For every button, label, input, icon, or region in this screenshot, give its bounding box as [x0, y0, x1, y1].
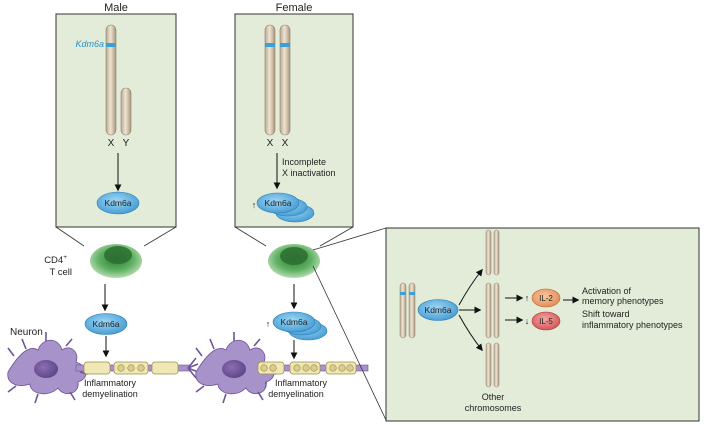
- x-chromosome-male: [105, 24, 117, 136]
- funnel-left-male: [55, 226, 85, 247]
- female-panel: [234, 13, 354, 228]
- shift-label-1: Shift toward: [582, 309, 630, 319]
- il2-molecule: IL-2: [531, 288, 561, 308]
- svg-text:Kdm6a: Kdm6a: [281, 317, 308, 327]
- x-chromosome-female-1: [264, 24, 276, 136]
- up-arrow-female-neuron: ↑: [264, 379, 269, 389]
- activation-label-1: Activation of: [582, 286, 632, 296]
- zoom-line-top: [312, 227, 387, 251]
- kdm6a-protein-female: Kdm6a: [256, 192, 315, 223]
- shift-label-2: inflammatory phenotypes: [582, 320, 683, 330]
- svg-text:Kdm6a: Kdm6a: [93, 319, 120, 329]
- funnel-right-male: [143, 226, 177, 247]
- activation-label-2: memory phenotypes: [582, 296, 664, 306]
- svg-text:IL-5: IL-5: [539, 317, 553, 326]
- x-label-male: X: [108, 138, 115, 149]
- kdm6a-protein-detail: Kdm6a: [417, 299, 459, 321]
- t-cell-female: [268, 244, 320, 278]
- svg-text:Kdm6a: Kdm6a: [425, 305, 452, 315]
- other-chromosomes-top: [485, 229, 500, 276]
- down-arrow-il5: ↓: [525, 316, 530, 326]
- kdm6a-protein-male-2: Kdm6a: [84, 313, 128, 335]
- gene-label: Kdm6a: [75, 39, 104, 49]
- up-arrow-il2: ↑: [525, 293, 530, 303]
- t-cell-label: T cell: [49, 267, 72, 278]
- inflam-label-male-2: demyelination: [82, 389, 138, 399]
- y-chromosome-male: [120, 87, 132, 136]
- kdm6a-protein-female-2: Kdm6a: [272, 311, 328, 341]
- svg-text:Kdm6a: Kdm6a: [105, 198, 132, 208]
- other-chromosomes-bottom: [485, 342, 500, 388]
- cd4-label: CD4+: [44, 254, 67, 266]
- x-label-female-1: X: [267, 138, 274, 149]
- funnel-left-female: [234, 226, 267, 247]
- up-arrow-female-protein-2: ↑: [266, 319, 271, 329]
- kdm6a-protein-male: Kdm6a: [96, 191, 140, 215]
- neuron-female: [195, 332, 369, 404]
- x-chromosome-female-2: [279, 24, 291, 136]
- other-chromosomes-middle: [485, 282, 500, 339]
- neuron-male: [7, 332, 199, 404]
- other-chromosomes-label-1: Other: [482, 392, 505, 402]
- incomplete-label-2: X inactivation: [282, 168, 336, 178]
- svg-text:Kdm6a: Kdm6a: [265, 198, 292, 208]
- female-title: Female: [276, 2, 313, 14]
- incomplete-label-1: Incomplete: [282, 157, 326, 167]
- inflam-label-male-1: Inflammatory: [84, 378, 137, 388]
- male-title: Male: [104, 2, 128, 14]
- il5-molecule: IL-5: [531, 311, 561, 331]
- arrow-to-lower-chrom: [458, 314, 483, 352]
- inflam-label-female-1: Inflammatory: [275, 378, 328, 388]
- svg-text:IL-2: IL-2: [539, 294, 553, 303]
- x-label-female-2: X: [282, 138, 289, 149]
- arrow-to-upper-chrom: [458, 268, 483, 306]
- zoom-line-bottom: [312, 265, 387, 421]
- other-chromosomes-label-2: chromosomes: [465, 403, 522, 413]
- funnel-right-female: [319, 226, 354, 247]
- inflam-label-female-2: demyelination: [268, 389, 324, 399]
- neuron-label: Neuron: [10, 327, 43, 338]
- t-cell-male: [90, 244, 142, 278]
- up-arrow-female-protein: ↑: [252, 200, 257, 210]
- y-label-male: Y: [123, 138, 130, 149]
- x-chromosome-pair-detail: [399, 282, 416, 339]
